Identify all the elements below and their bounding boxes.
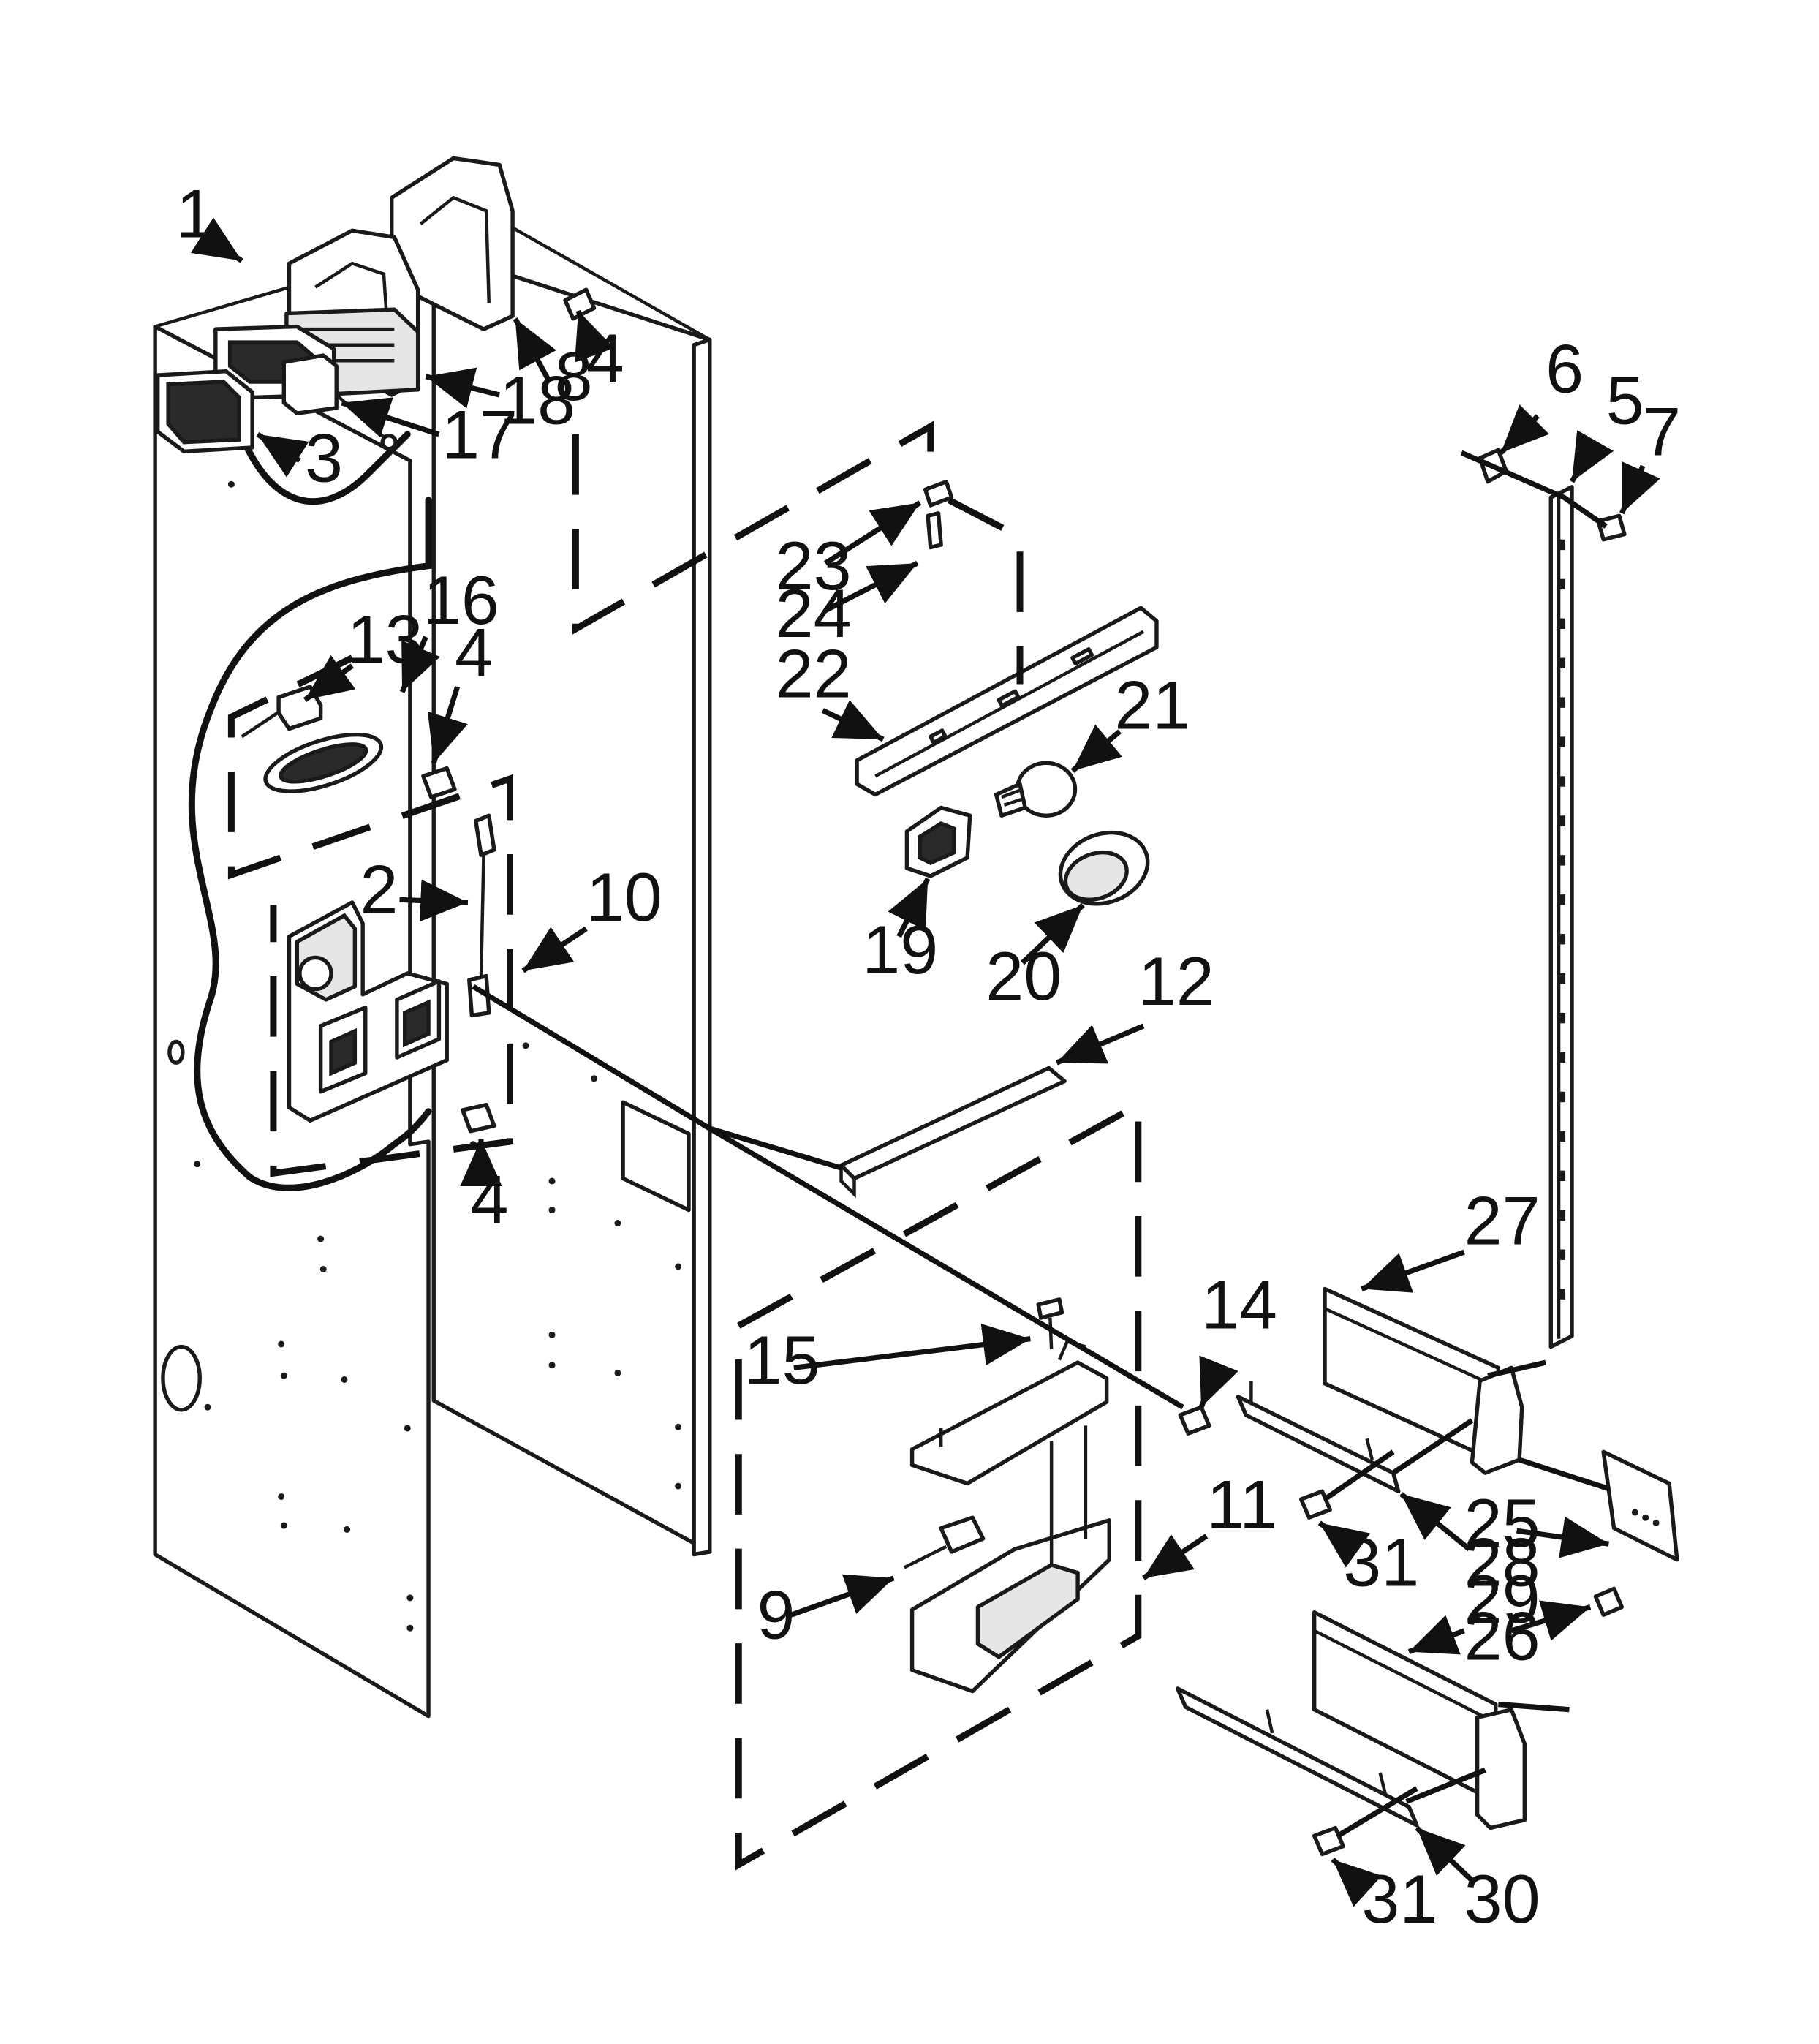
- callout-11: 11: [1206, 1466, 1277, 1543]
- callout-labels: 1 2 3 4 4 4 5 6 7 8 9 10 11 12 13 14 15 …: [176, 175, 1681, 1937]
- phantom-line-bracket: [947, 497, 1024, 685]
- callout-20: 20: [986, 938, 1062, 1014]
- callout-3: 3: [305, 420, 343, 497]
- callout-16: 16: [423, 562, 499, 638]
- wire-harness: [188, 497, 432, 1191]
- screw-31-lower: [1312, 1825, 1345, 1857]
- callout-31-upper: 31: [1343, 1524, 1419, 1601]
- liner-holes: [194, 480, 682, 1632]
- leader-line-12: [708, 1125, 842, 1171]
- callout-2: 2: [360, 851, 398, 927]
- leader-line-31: [1323, 1449, 1418, 1839]
- callout-14: 14: [1201, 1266, 1277, 1343]
- screw-26: [1593, 1586, 1625, 1617]
- callout-4-mid: 4: [455, 614, 493, 691]
- phantom-line-top: [572, 421, 934, 635]
- callout-29: 29: [1464, 1561, 1540, 1637]
- light-housing-assembly: [241, 685, 496, 1123]
- callout-22: 22: [776, 635, 852, 712]
- callout-13: 13: [347, 601, 423, 678]
- phantom-box-lower: [735, 1099, 1142, 1871]
- callout-26: 26: [1464, 1597, 1540, 1674]
- air-duct-assembly: [156, 156, 515, 453]
- callout-arrows: [190, 217, 1660, 1907]
- callout-21: 21: [1114, 667, 1190, 744]
- screw-31-upper: [1299, 1489, 1332, 1520]
- callout-17: 17: [442, 396, 518, 472]
- callout-15: 15: [744, 1321, 820, 1398]
- callout-5: 5: [1606, 362, 1644, 439]
- callout-30: 30: [1464, 1860, 1540, 1937]
- screw-14: [1178, 1405, 1211, 1436]
- callout-4-low: 4: [471, 1161, 509, 1238]
- rail-slots: [1559, 539, 1566, 1300]
- callout-23: 23: [776, 527, 852, 604]
- callout-31-lower: 31: [1361, 1860, 1437, 1937]
- leader-line-rail-6-7: [1460, 450, 1608, 529]
- callout-25: 25: [1464, 1485, 1540, 1561]
- callout-8: 8: [555, 338, 593, 415]
- callout-19: 19: [862, 911, 938, 988]
- callout-1: 1: [176, 175, 214, 252]
- callout-9: 9: [757, 1577, 795, 1653]
- light-bracket-assembly: [855, 479, 1159, 906]
- callout-18: 18: [499, 362, 575, 439]
- callout-24: 24: [776, 575, 852, 652]
- shelf-rail-assembly: [1478, 448, 1627, 1349]
- cover-strip: [839, 1066, 1067, 1181]
- callout-7: 7: [1643, 393, 1681, 470]
- leader-line-drawer: [1391, 1359, 1610, 1804]
- phantom-box-upper: [227, 655, 513, 1177]
- control-box-assembly: [903, 1297, 1111, 1694]
- callout-27: 27: [1464, 1182, 1540, 1259]
- callout-10: 10: [586, 859, 662, 935]
- callout-6: 6: [1546, 330, 1584, 407]
- callout-28: 28: [1464, 1524, 1540, 1601]
- screw-4-mid: [421, 766, 457, 799]
- drawer-assembly-upper: [1236, 1286, 1679, 1562]
- drawer-assembly-lower: [1176, 1610, 1527, 1830]
- callout-12: 12: [1138, 943, 1214, 1019]
- screw-4-low: [461, 1103, 496, 1134]
- callout-4-top: 4: [586, 320, 624, 396]
